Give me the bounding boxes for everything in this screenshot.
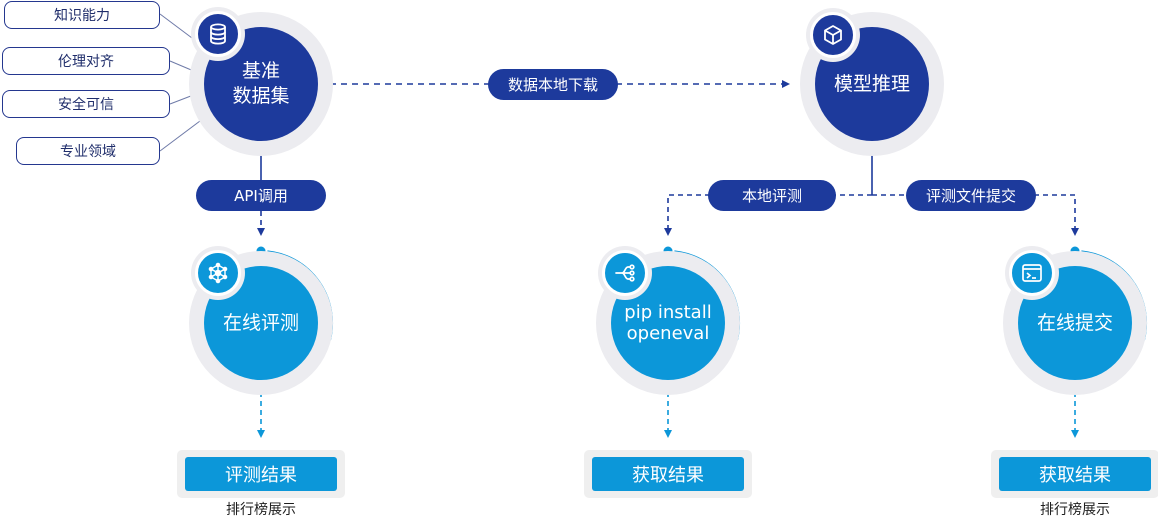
- node-pip-line2: openeval: [626, 323, 710, 344]
- tag-safety: 安全可信: [2, 90, 170, 118]
- edge-label-download: 数据本地下载: [488, 69, 618, 100]
- tag-domain: 专业领域: [16, 137, 160, 165]
- tag-ethics: 伦理对齐: [2, 47, 170, 75]
- edge-label-api: API调用: [196, 180, 326, 211]
- network-icon: [195, 250, 241, 296]
- caption-leaderboard-2: 排行榜展示: [1040, 502, 1110, 518]
- result-frame-3: 获取结果: [991, 450, 1158, 498]
- cube-icon: [810, 12, 856, 58]
- node-dataset-line1: 基准: [241, 60, 280, 82]
- node-online-submit-label: 在线提交: [1036, 311, 1113, 334]
- edge-label-file-submit: 评测文件提交: [906, 180, 1036, 211]
- node-model-label: 模型推理: [833, 72, 910, 95]
- terminal-icon: [1009, 250, 1055, 296]
- node-pip-line1: pip install: [624, 302, 712, 323]
- database-icon: [195, 11, 241, 57]
- edge-label-local-eval: 本地评测: [708, 180, 836, 211]
- result-frame-2: 获取结果: [584, 450, 752, 498]
- result-button-eval[interactable]: 评测结果: [185, 457, 337, 491]
- result-frame-1: 评测结果: [177, 450, 345, 498]
- caption-leaderboard-1: 排行榜展示: [226, 502, 296, 518]
- node-dataset[interactable]: 基准 数据集: [204, 27, 318, 141]
- result-button-get-2[interactable]: 获取结果: [999, 457, 1151, 491]
- tag-knowledge: 知识能力: [4, 1, 160, 29]
- flow-icon: [602, 250, 648, 296]
- node-online-eval-label: 在线评测: [222, 311, 299, 334]
- node-dataset-line2: 数据集: [232, 85, 290, 107]
- result-button-get-1[interactable]: 获取结果: [592, 457, 744, 491]
- tag-leaders: [159, 13, 205, 152]
- node-model-inference[interactable]: 模型推理: [815, 27, 929, 141]
